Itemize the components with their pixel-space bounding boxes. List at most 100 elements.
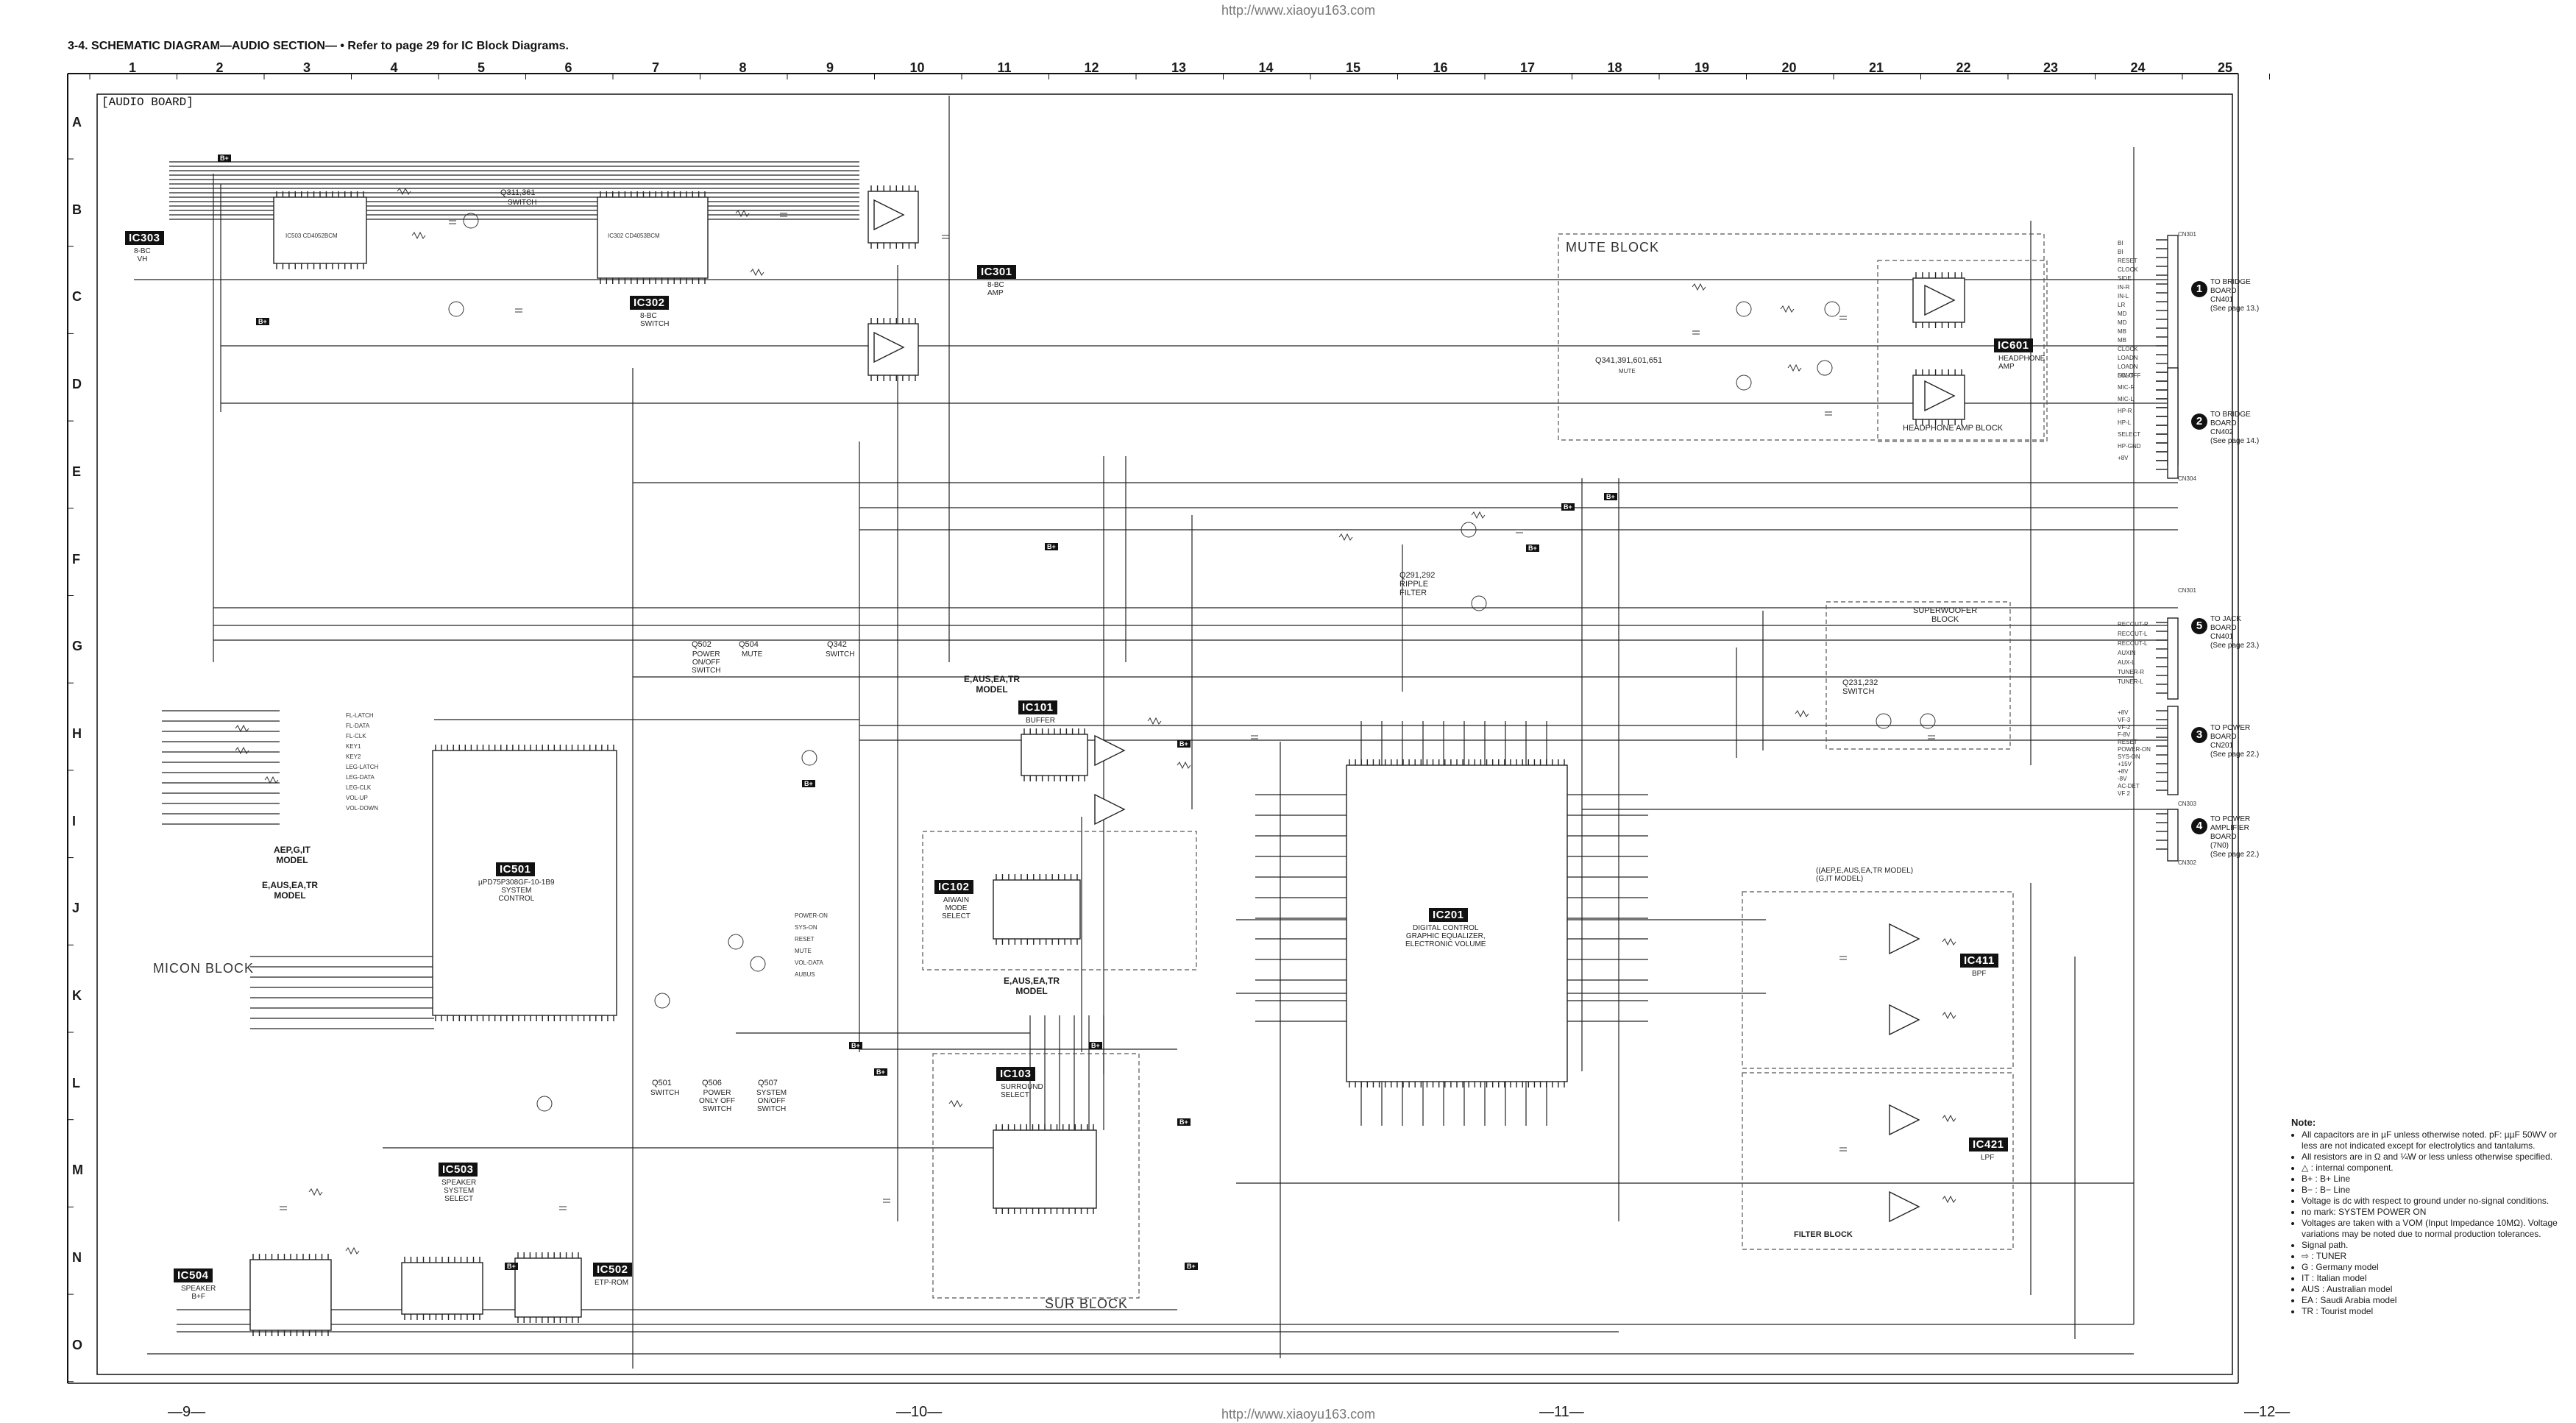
chip-ic501 [432, 750, 617, 1016]
cn304-body [2167, 367, 2179, 479]
cn2-pin-label: +8V [2118, 455, 2129, 461]
row-letter: J [72, 901, 80, 916]
note-item: AUS : Australian model [2302, 1284, 2571, 1295]
column-number: 16 [1433, 60, 1448, 75]
note-item: △ : internal component. [2302, 1163, 2571, 1174]
connector-5-text: TO JACK BOARD CN401 (See page 23.) [2210, 615, 2260, 650]
row-letter: A [72, 115, 82, 129]
ic503-sub: SPEAKER SYSTEM SELECT [441, 1179, 477, 1203]
mute-block-label: MUTE BLOCK [1566, 240, 1660, 255]
footer-url[interactable]: http://www.xiaoyu163.com [1221, 1407, 1376, 1422]
cn1-pin-label: IN-L [2118, 293, 2129, 299]
note-item: IT : Italian model [2302, 1273, 2571, 1284]
ripple-filter-label: Q291,292 RIPPLE FILTER [1399, 571, 1436, 597]
cn301b-body [2167, 617, 2179, 700]
resistor [1471, 511, 1486, 519]
connector-1-badge: 1 [2191, 281, 2207, 297]
q504-label: Q504 [739, 640, 759, 649]
column-number: 3 [302, 60, 311, 75]
ic302-part: IC302 CD4053BCM [608, 233, 660, 239]
row-letter: L [72, 1075, 80, 1090]
resistor [397, 187, 411, 196]
ic103-sub: SURROUND SELECT [1001, 1083, 1043, 1099]
connector-3-text: TO POWER BOARD CN201 (See page 22.) [2210, 724, 2260, 759]
chip-ic102 [993, 879, 1081, 940]
transistor [536, 1096, 553, 1112]
ic502-sub: ETP-ROM [595, 1279, 629, 1287]
column-number: 20 [1781, 60, 1797, 75]
chip-ic502 [514, 1257, 582, 1318]
signal-label: POWER-ON [795, 912, 828, 919]
note-item: EA : Saudi Arabia model [2302, 1295, 2571, 1306]
signal-label: SYS-ON [795, 924, 817, 931]
board-label: [AUDIO BOARD] [102, 96, 194, 109]
column-number: 25 [2217, 60, 2233, 75]
note-item: Voltages are taken with a VOM (Input Imp… [2302, 1218, 2571, 1240]
signal-label: LEG-DATA [346, 774, 375, 781]
bplus-line-marker: B+ [256, 318, 269, 325]
cn302-body [2167, 809, 2179, 862]
page-title: 3-4. SCHEMATIC DIAGRAM—AUDIO SECTION— • … [68, 40, 569, 52]
connector-4-badge: 4 [2191, 818, 2207, 834]
block-superwoofer [1825, 601, 2011, 750]
cn1-pin-label: LOUT [2118, 372, 2134, 379]
block-headphone [1877, 260, 2048, 442]
cn3-pin-label: -8V [2118, 776, 2127, 782]
sur-block-label: SUR BLOCK [1045, 1296, 1129, 1311]
op-amp [1094, 734, 1126, 767]
signal-label: LEG-LATCH [346, 764, 379, 770]
source-url[interactable]: http://www.xiaoyu163.com [1221, 3, 1376, 18]
cn1-pin-label: LOADN [2118, 355, 2138, 361]
column-number: 2 [216, 60, 224, 75]
chip-ic504 [249, 1259, 332, 1331]
op-amp [873, 331, 905, 363]
op-amp [1889, 1004, 1920, 1036]
cn1-pin-label: CLOCK [2118, 266, 2138, 273]
bplus-line-marker: B+ [802, 780, 815, 787]
cn303-code: CN303 [2178, 801, 2196, 807]
cn3-pin-label: POWER-ON [2118, 746, 2151, 753]
connector-5-badge: 5 [2191, 618, 2207, 634]
q342-sub: SWITCH [826, 650, 855, 659]
note-item: Voltage is dc with respect to ground und… [2302, 1196, 2571, 1207]
cn3-pin-label: VF 2 [2118, 790, 2130, 797]
transistor [728, 934, 744, 950]
op-amp [1889, 923, 1920, 955]
row-letter: K [72, 988, 82, 1003]
ic301-label: IC301 [977, 265, 1016, 279]
chip-ic503-lower [401, 1262, 483, 1315]
q502-label: Q502 [692, 640, 712, 649]
connector-3-badge: 3 [2191, 727, 2207, 743]
q507-sub: SYSTEM ON/OFF SWITCH [756, 1089, 787, 1113]
bplus-line-marker: B+ [849, 1042, 862, 1049]
cn1-pin-label: LOADN [2118, 363, 2138, 370]
connector-4-text: TO POWER AMPLIFIER BOARD (7N0) (See page… [2210, 815, 2260, 859]
cn1-pin-label: MB [2118, 328, 2126, 335]
q504-sub: MUTE [742, 650, 763, 659]
ic101-label: IC101 [1018, 700, 1057, 714]
resistor [1942, 1011, 1956, 1020]
bplus-line-marker: B+ [1526, 544, 1539, 552]
cn1-pin-label: BI [2118, 240, 2123, 246]
row-letter: H [72, 725, 82, 741]
cn2-pin-label: HP-GND [2118, 443, 2141, 450]
ic303-sub: 8-BC VH [134, 247, 151, 263]
resistor [1338, 533, 1353, 542]
column-number: 23 [2043, 60, 2059, 75]
transistor [448, 301, 464, 317]
block-bpf [1742, 891, 2014, 1069]
ic302-label: IC302 [630, 296, 669, 310]
cn301b-code: CN301 [2178, 587, 2196, 594]
transistor [1736, 301, 1752, 317]
cn1-pin-label: SIDE [2118, 275, 2132, 282]
signal-label: LEG-CLK [346, 784, 372, 791]
row-letter: O [72, 1337, 83, 1352]
q502-sub: POWER ON/OFF SWITCH [692, 650, 721, 675]
ic501-sub: µPD75P308GF-10-1B9 SYSTEM CONTROL [478, 879, 555, 903]
column-number: 7 [651, 60, 659, 75]
resistor [345, 1246, 360, 1255]
q311-label: Q311,361 [500, 188, 536, 197]
cn1-pin-label: CLOCK [2118, 346, 2138, 352]
column-number: 13 [1171, 60, 1187, 75]
ic501-label: IC501 [496, 862, 535, 876]
